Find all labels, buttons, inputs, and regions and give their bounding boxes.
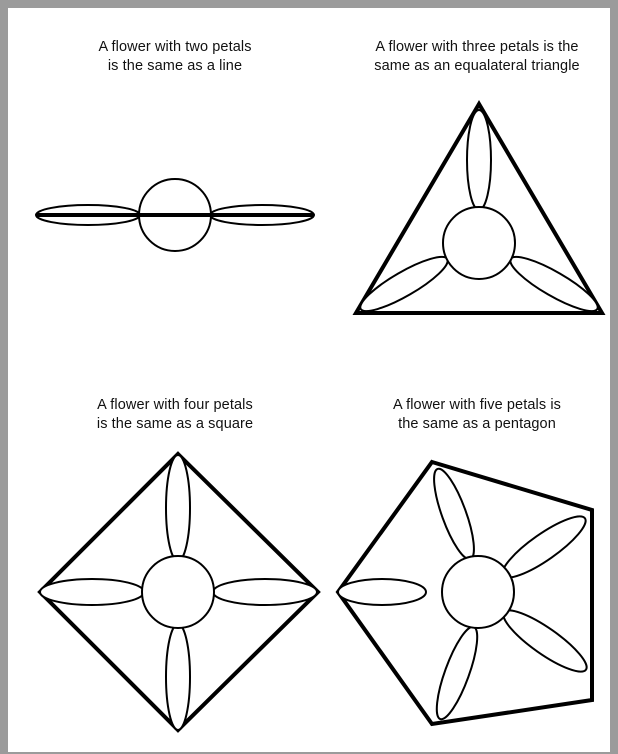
petal-top (426, 465, 481, 563)
flower-two-petals (36, 179, 314, 251)
flower-center (442, 556, 514, 628)
flower-three-petals (355, 104, 604, 319)
petal-bottom (429, 623, 485, 723)
petal-left (338, 579, 426, 605)
flower-five-petals (338, 462, 593, 724)
petal-top (166, 455, 190, 561)
petal-top (467, 110, 491, 210)
flower-center (142, 556, 214, 628)
petal-right (213, 579, 317, 605)
petal-lower-right (497, 602, 594, 681)
flower-four-petals (40, 454, 318, 730)
petal-left (40, 579, 144, 605)
petal-bottom (166, 624, 190, 730)
petal-bottom-left (355, 249, 454, 320)
petal-bottom-right (505, 249, 604, 320)
flower-center (443, 207, 515, 279)
